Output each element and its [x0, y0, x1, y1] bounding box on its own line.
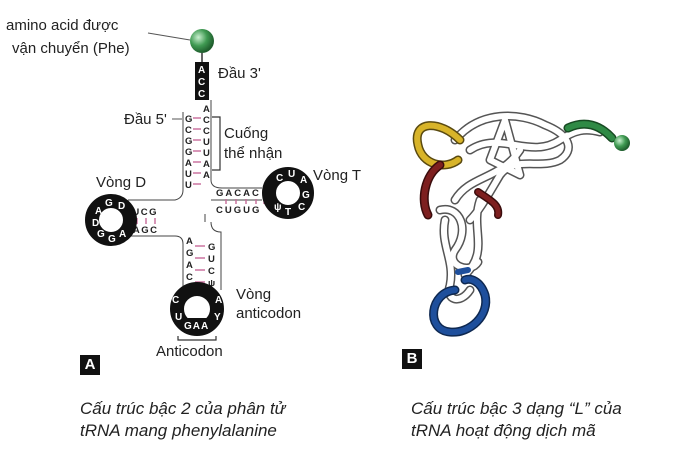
svg-text:ψ: ψ [274, 202, 282, 213]
amino-pointer-line [147, 32, 191, 41]
caption-a-line2: tRNA mang phenylalanine [80, 421, 277, 440]
tail-nuc: C [198, 89, 205, 100]
anticodon-label: Anticodon [156, 343, 223, 360]
t-arm-bottom: CUGUG [216, 205, 261, 216]
amino-label-line2: vận chuyển (Phe) [12, 40, 130, 57]
amino-acid-ball [190, 29, 214, 53]
svg-text:U: U [203, 137, 210, 148]
svg-text:C: C [298, 202, 305, 213]
caption-a-line1: Cấu trúc bậc 2 của phân tử [80, 399, 286, 418]
anticodon-box [183, 318, 211, 332]
svg-text:D: D [92, 218, 99, 229]
svg-text:C: C [172, 295, 179, 306]
caption-b: Cấu trúc bậc 3 dạng “L” của tRNA hoạt độ… [411, 398, 622, 442]
svg-text:U: U [203, 148, 210, 159]
t-loop [262, 167, 314, 219]
acceptor-tail-box [195, 62, 209, 100]
ribbon-green [565, 121, 615, 141]
acceptor-3-strand: A C C U U A A [203, 104, 210, 181]
cloverleaf-diagram: amino acid được vận chuyển (Phe) A C C Đ… [6, 17, 361, 360]
ribbon-red [421, 162, 443, 218]
acceptor-5-strand: G C G G A U U [185, 114, 192, 191]
anticodon-pairs [195, 245, 205, 283]
svg-text:G: G [208, 242, 215, 253]
svg-text:G: G [302, 190, 310, 201]
svg-text:D: D [118, 201, 125, 212]
anticodon-bracket [177, 336, 217, 341]
svg-text:U: U [208, 254, 215, 265]
caption-a: Cấu trúc bậc 2 của phân tử tRNA mang phe… [80, 398, 285, 442]
svg-text:C: C [185, 125, 192, 136]
svg-text:G: G [185, 136, 192, 147]
tloop-label: Vòng T [313, 167, 361, 184]
d-loop [85, 194, 137, 246]
svg-text:C: C [203, 115, 210, 126]
acceptor-pairs [193, 117, 201, 185]
d-arm-text: CUCG [124, 207, 158, 218]
acceptor-label-line2: thể nhận [224, 145, 282, 162]
svg-text:A: A [203, 170, 210, 181]
svg-text:A: A [185, 158, 192, 169]
d-loop-nucs: D G A D G G A [92, 198, 126, 245]
svg-text:G: G [108, 234, 116, 245]
anticodon-loop-label-line1: Vòng [236, 286, 271, 303]
svg-text:G: G [185, 147, 192, 158]
amino-label-line1: amino acid được [6, 17, 119, 34]
svg-text:G: G [186, 248, 193, 259]
svg-text:A: A [95, 206, 102, 217]
caption-b-line2: tRNA hoạt động dịch mã [411, 421, 596, 440]
svg-text:A: A [186, 236, 193, 247]
svg-text:C: C [186, 272, 193, 283]
caption-b-line1: Cấu trúc bậc 3 dạng “L” của [411, 399, 622, 418]
svg-text:T: T [285, 207, 291, 218]
anticodon-stem-right: G U C ψ [208, 242, 215, 289]
end5-label: Đầu 5' [124, 111, 167, 128]
d-arm-pair: GAGC [124, 225, 159, 236]
svg-text:C: C [203, 126, 210, 137]
ribbon-blue [430, 276, 489, 336]
svg-text:C: C [208, 266, 215, 277]
svg-text:U: U [175, 312, 182, 323]
d-arm-bottom-outline [128, 235, 184, 262]
svg-text:G: G [185, 114, 192, 125]
acceptor-3-outline [210, 100, 262, 189]
anticodon-loop-label-line2: anticodon [236, 305, 301, 322]
svg-text:U: U [185, 180, 192, 191]
svg-text:A: A [119, 229, 126, 240]
svg-text:A: A [203, 159, 210, 170]
l-shape-structure [412, 111, 630, 337]
dloop-label: Vòng D [96, 174, 146, 191]
t-arm-pairs [225, 199, 265, 204]
acceptor-bracket [212, 116, 221, 171]
acceptor-label-line1: Cuống [224, 125, 268, 142]
amino-acid-ball-3d [614, 135, 630, 151]
anticodon-text: GAA [184, 321, 209, 332]
tail-nuc: A [198, 65, 205, 76]
end3-label: Đầu 3' [218, 65, 261, 82]
svg-text:U: U [288, 169, 295, 180]
svg-text:C: C [276, 173, 283, 184]
anticodon-loop-nucs: C U A Y [172, 295, 222, 323]
svg-text:U: U [185, 169, 192, 180]
anticodon-right-outline [210, 221, 222, 290]
svg-text:G: G [105, 198, 113, 209]
acceptor-5-outline [150, 112, 184, 201]
panel-b-badge: B [402, 349, 422, 369]
svg-text:G: G [97, 229, 105, 240]
tail-nuc: C [198, 77, 205, 88]
svg-text:A: A [215, 295, 222, 306]
svg-text:Y: Y [214, 312, 221, 323]
svg-text:A: A [203, 104, 210, 115]
svg-text:A: A [186, 260, 193, 271]
panel-a-badge: A [80, 355, 100, 375]
svg-text:A: A [300, 175, 307, 186]
t-arm-top: GACAC [216, 188, 261, 199]
svg-text:ψ: ψ [208, 278, 215, 289]
t-loop-nucs: C U A G C T ψ [274, 169, 310, 218]
